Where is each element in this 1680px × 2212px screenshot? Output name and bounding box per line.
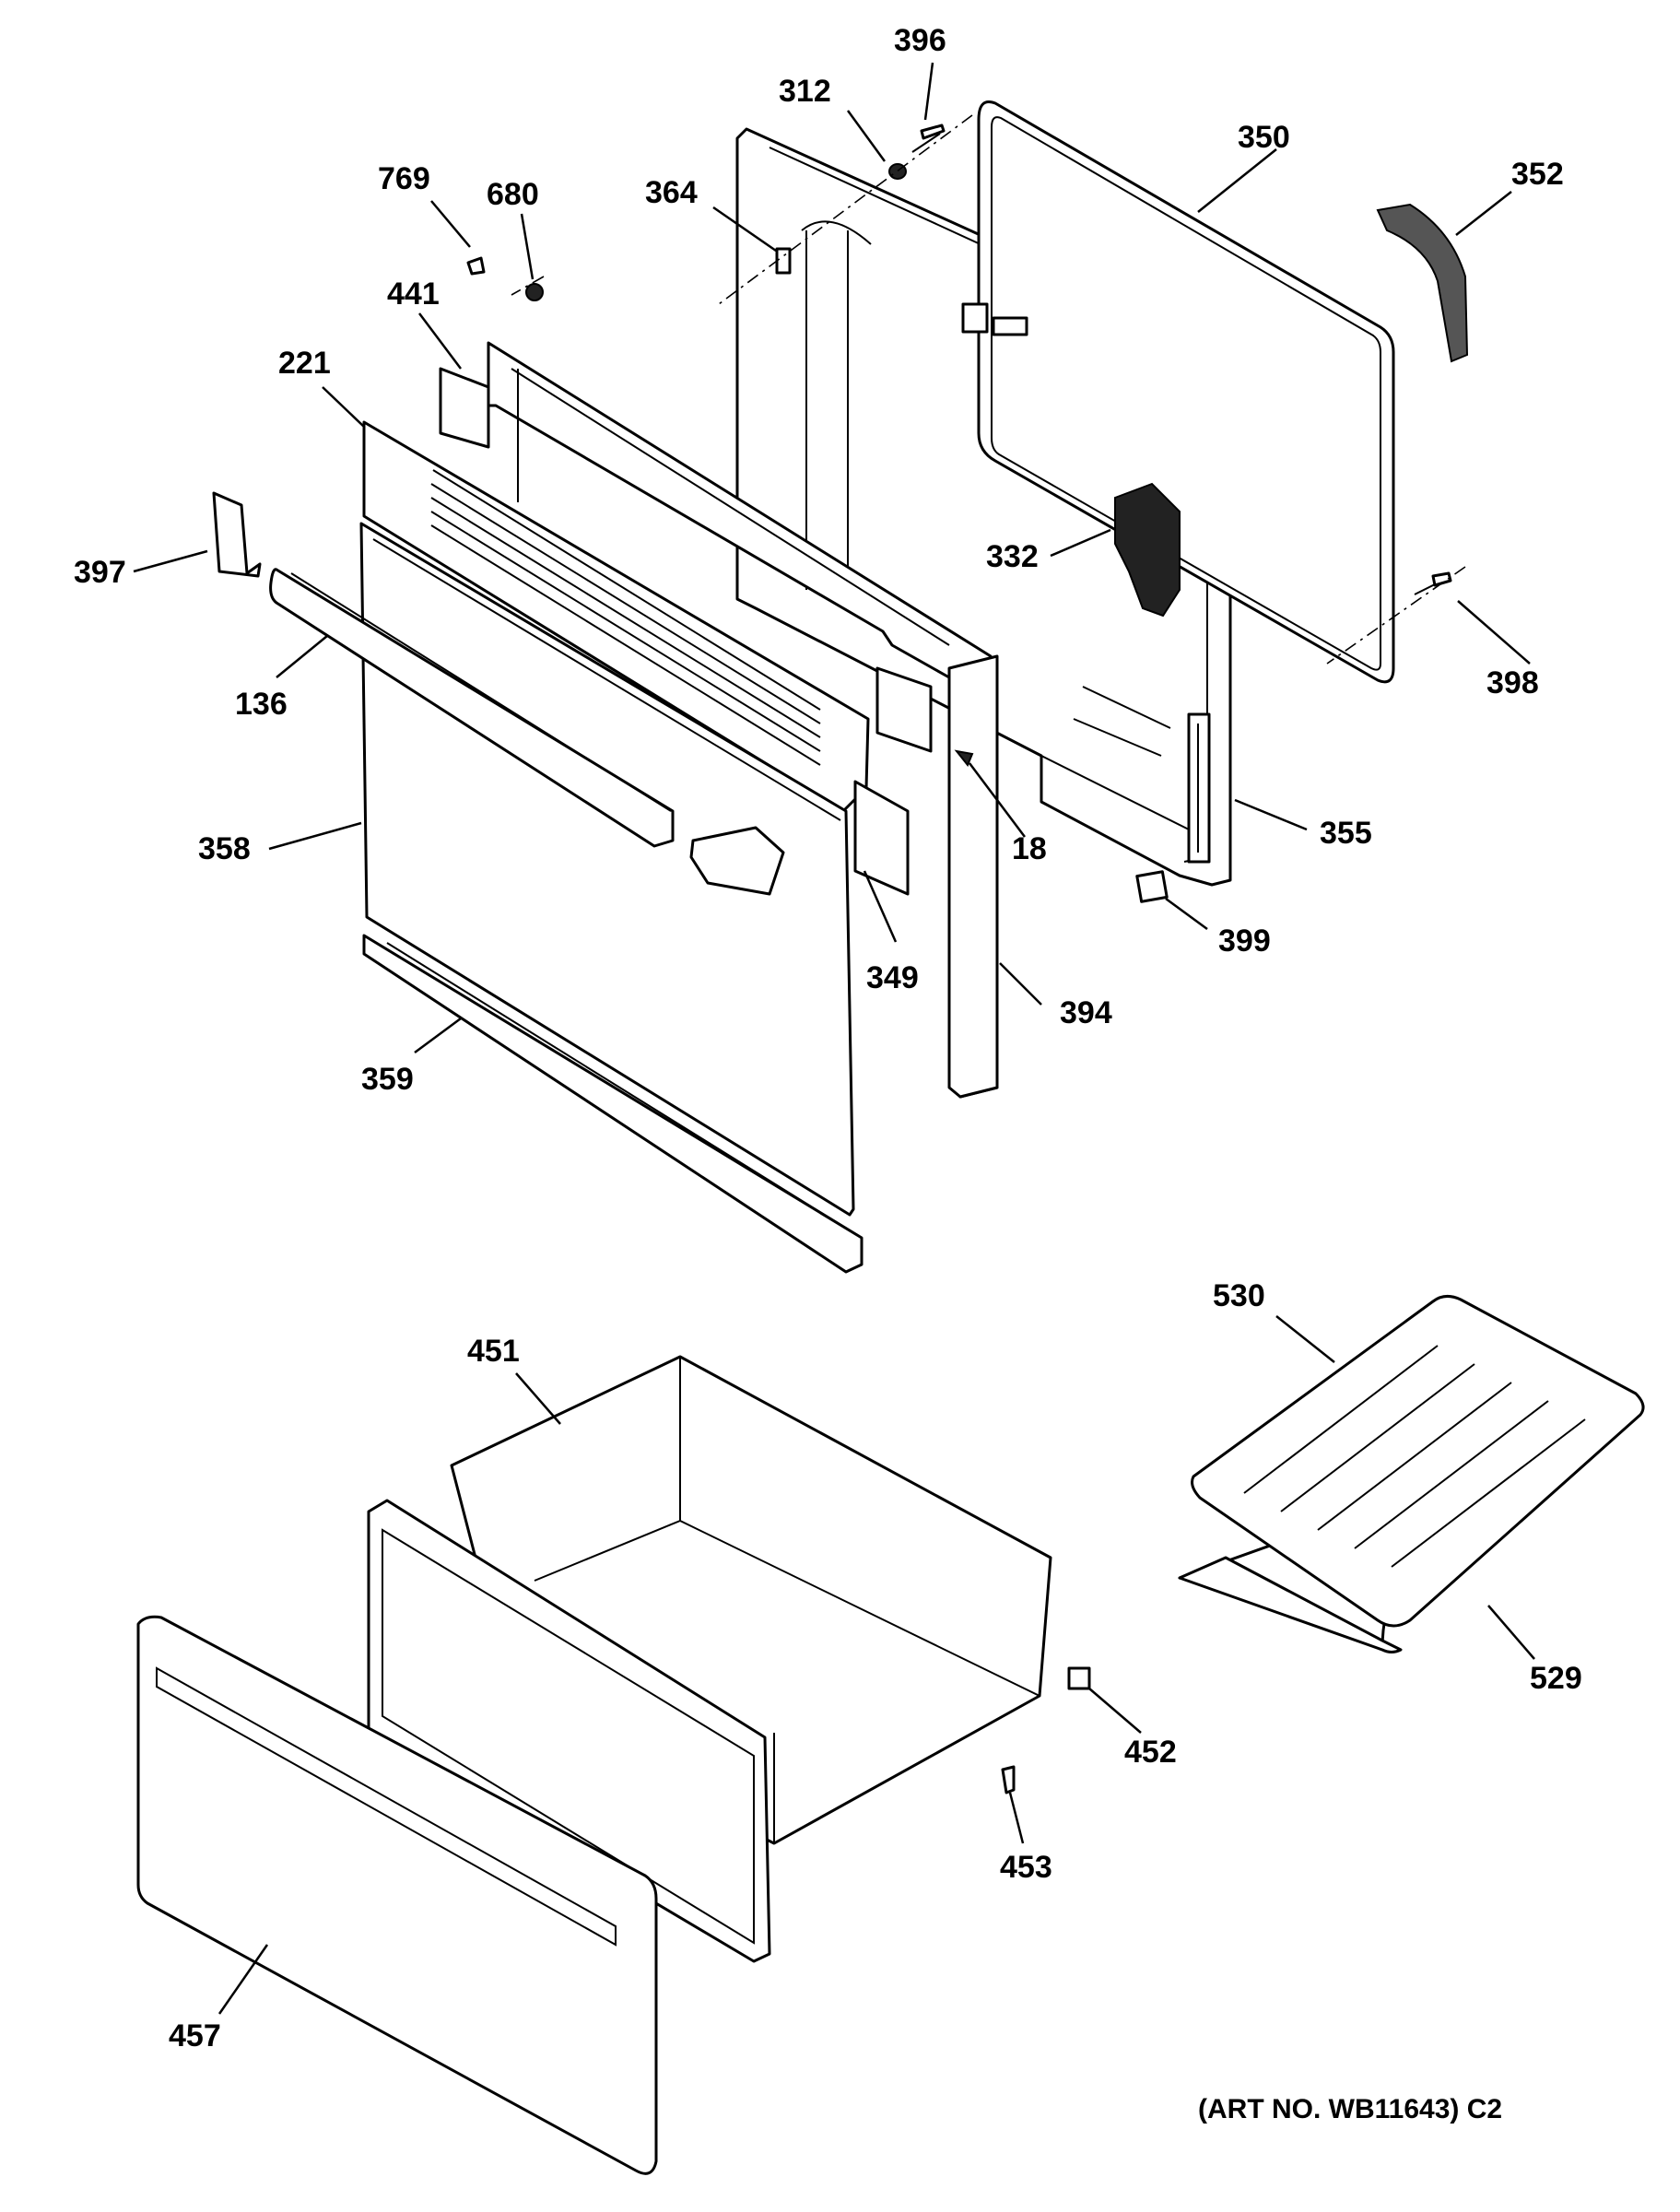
hinge-part xyxy=(439,367,933,753)
part-label-396: 396 xyxy=(894,23,946,58)
part-label-451: 451 xyxy=(467,1334,520,1369)
door-gasket-part xyxy=(1376,203,1469,363)
part-label-680: 680 xyxy=(487,177,539,212)
part-label-358: 358 xyxy=(198,831,251,866)
screw-hardware xyxy=(775,124,1452,595)
bottom-rail-part xyxy=(362,934,863,1274)
side-frame-part xyxy=(947,654,999,1099)
door-glass-part xyxy=(961,100,1395,684)
drawer-small-parts xyxy=(1001,1666,1091,1794)
art-number-caption: (ART NO. WB11643) C2 xyxy=(1198,2094,1502,2124)
part-label-457: 457 xyxy=(169,2018,221,2053)
insulation-part xyxy=(1114,482,1181,618)
part-label-312: 312 xyxy=(779,74,831,109)
part-label-397: 397 xyxy=(74,555,126,590)
leader-lines xyxy=(133,62,1535,2015)
part-label-441: 441 xyxy=(387,276,440,312)
part-label-364: 364 xyxy=(645,175,698,210)
bumper-part xyxy=(1135,870,1169,903)
part-label-398: 398 xyxy=(1486,665,1539,700)
part-label-529: 529 xyxy=(1530,1661,1582,1696)
latch-clip-part xyxy=(212,491,262,578)
handle-end-cap-part xyxy=(689,826,785,896)
part-label-399: 399 xyxy=(1218,924,1271,959)
part-label-453: 453 xyxy=(1000,1850,1052,1885)
part-label-394: 394 xyxy=(1060,995,1112,1030)
panel-insulation-part xyxy=(853,780,910,896)
broiler-rack-part xyxy=(1191,1295,1645,1628)
door-screw xyxy=(954,749,974,767)
drawer-outer-front-part xyxy=(136,1615,658,2175)
assembly-center-lines xyxy=(511,114,1466,665)
door-handle-part xyxy=(269,568,675,848)
part-label-349: 349 xyxy=(866,960,919,995)
part-label-359: 359 xyxy=(361,1062,414,1097)
part-label-136: 136 xyxy=(235,687,288,722)
part-label-18: 18 xyxy=(1012,831,1047,866)
part-label-350: 350 xyxy=(1238,120,1290,155)
part-label-769: 769 xyxy=(378,161,430,196)
part-label-221: 221 xyxy=(278,346,331,381)
frame-screws xyxy=(466,256,544,301)
part-label-332: 332 xyxy=(986,539,1039,574)
part-label-352: 352 xyxy=(1511,157,1564,192)
part-label-530: 530 xyxy=(1213,1278,1265,1313)
part-labels: 396 312 350 352 364 769 680 441 221 397 … xyxy=(74,23,1582,2053)
part-label-355: 355 xyxy=(1320,816,1372,851)
part-label-452: 452 xyxy=(1124,1735,1177,1770)
